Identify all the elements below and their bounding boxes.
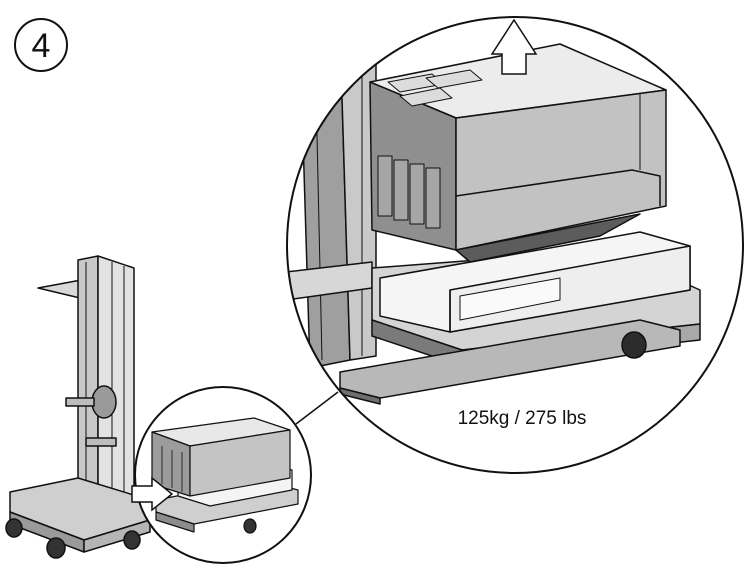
step-badge: 4 [14,18,68,72]
crank-wheel [91,385,117,419]
up-arrow-icon [490,18,538,75]
callout-leader [295,391,339,425]
lift-overview [5,255,151,559]
lift-wheel [5,518,141,559]
large-detail-circle: 125kg / 275 lbs [286,16,744,474]
large-wheel [621,331,647,359]
weight-label: 125kg / 275 lbs [458,408,587,429]
step-number: 4 [32,27,51,65]
small-detail-circle [131,386,312,564]
right-arrow-icon [131,476,174,512]
